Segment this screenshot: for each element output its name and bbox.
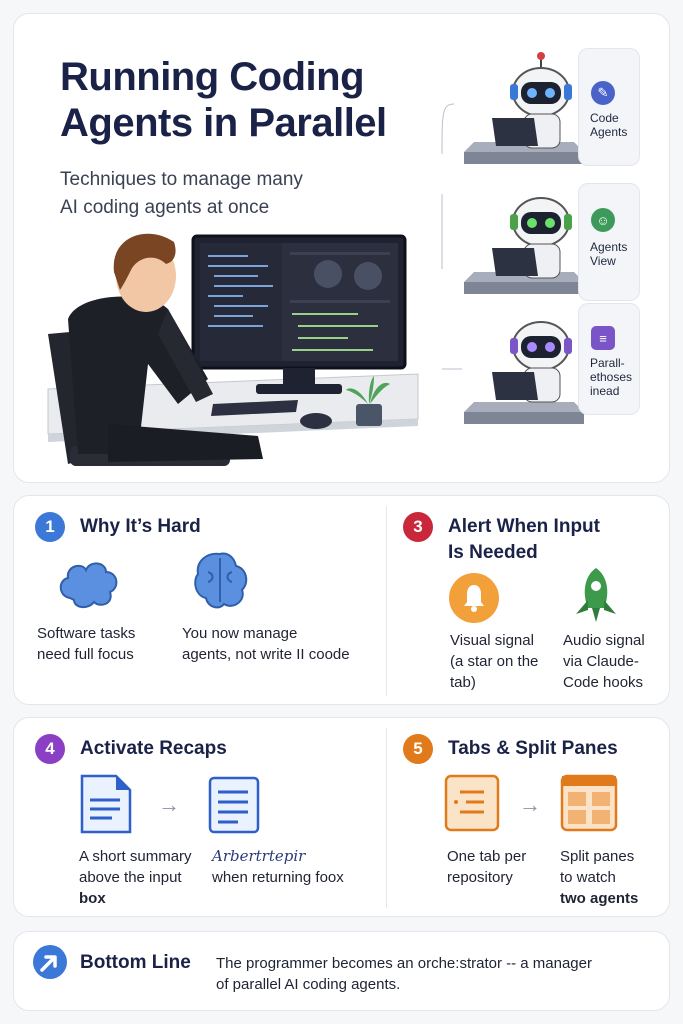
row2-card: 4 Activate Recaps → A short summary abov… <box>13 717 670 917</box>
alert-caption-1: Visual signal (a star on the tab) <box>450 632 539 691</box>
page-subtitle: Techniques to manage many AI coding agen… <box>60 169 303 218</box>
divider <box>386 728 387 908</box>
code-agents-icon: ✎ <box>591 81 615 105</box>
split-panes-icon <box>560 774 618 832</box>
step-number-1: 1 <box>35 512 65 542</box>
section-title-why: Why It’s Hard <box>80 516 201 537</box>
brain-icon <box>194 552 248 609</box>
bottom-line-card: Bottom Line The programmer becomes an or… <box>13 931 670 1011</box>
hero-card: Running Coding Agents in Parallel Techni… <box>13 13 670 483</box>
step-number-5: 5 <box>403 734 433 764</box>
step-number-3: 3 <box>403 512 433 542</box>
recaps-caption-2: Arbertrtepir when returning foox <box>212 847 344 886</box>
agent-tile-parallel[interactable]: ≡ Parall- ethoses inead <box>578 303 640 415</box>
document-icon <box>80 774 132 834</box>
why-caption-1: Software tasks need full focus <box>37 625 136 663</box>
brain-icon <box>59 562 118 608</box>
section-title-alert: Alert When Input Is Needed <box>448 516 600 563</box>
arrow-right-icon: → <box>158 792 180 817</box>
alert-caption-2: Audio signal via Claude- Code hooks <box>563 632 645 691</box>
bottom-line-text: The programmer becomes an orche:strator … <box>216 955 592 993</box>
divider <box>386 506 387 696</box>
agent-label: Parall- ethoses inead <box>590 356 633 398</box>
agent-label: Code Agents <box>590 111 628 139</box>
arrow-right-icon: → <box>519 792 541 817</box>
tabs-caption-2: Split panes to watch two agents <box>560 848 639 907</box>
agent-label: Agents View <box>590 240 628 268</box>
bottom-line-title: Bottom Line <box>80 952 191 973</box>
agent-robots-illustration <box>441 52 584 424</box>
step-number-4: 4 <box>35 734 65 764</box>
document-icon <box>208 776 260 834</box>
row1-card: 1 Why It’s Hard Software tasks need full… <box>13 495 670 705</box>
agent-tile-agents-view[interactable]: ☺ Agents View <box>578 183 640 301</box>
agent-tile-code-agents[interactable]: ✎ Code Agents <box>578 48 640 166</box>
tab-icon <box>444 774 500 832</box>
rocket-icon <box>576 568 616 622</box>
arrow-right-circle-icon <box>33 945 67 979</box>
bell-icon <box>449 573 499 623</box>
list-icon: ≡ <box>591 326 615 350</box>
why-caption-2: You now manage agents, not write II cood… <box>182 625 350 663</box>
tabs-caption-1: One tab per repository <box>447 848 527 886</box>
section-title-recaps: Activate Recaps <box>80 738 227 759</box>
section-title-tabs: Tabs & Split Panes <box>448 738 618 759</box>
page-title: Running Coding Agents in Parallel <box>60 55 387 145</box>
recaps-caption-1: A short summary above the input box <box>79 848 192 907</box>
agents-view-icon: ☺ <box>591 208 615 232</box>
programmer-illustration <box>47 233 419 466</box>
